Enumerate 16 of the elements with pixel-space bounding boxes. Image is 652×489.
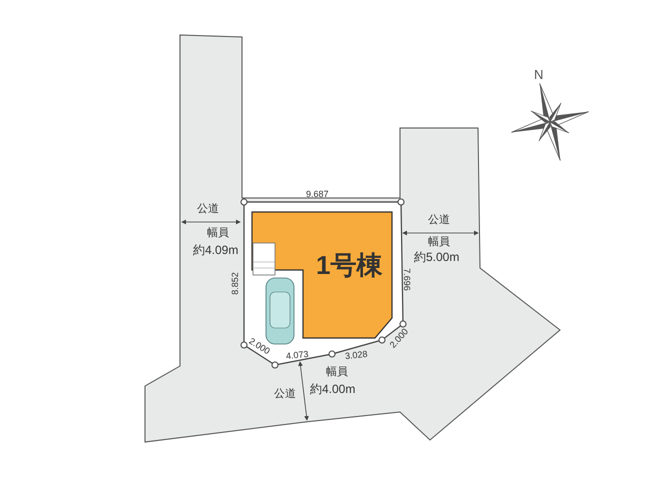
- road-label: 公道: [428, 215, 450, 226]
- road-width-label: 約4.09m: [193, 244, 238, 256]
- dimension-label: 4.073: [286, 350, 309, 362]
- dimension-label: 7.696: [402, 268, 411, 291]
- north-label: N: [534, 68, 544, 81]
- road-width-label: 幅員: [326, 367, 348, 378]
- road-label: 公道: [274, 389, 296, 400]
- road-width-label: 幅員: [207, 228, 229, 239]
- dimension-label: 9.687: [306, 190, 329, 199]
- road-width-label: 約5.00m: [414, 251, 460, 263]
- building-label: 1号棟: [316, 252, 382, 278]
- road-width-label: 幅員: [428, 237, 450, 248]
- dimension-label: 8.852: [230, 272, 240, 295]
- dimension-label: 3.028: [344, 350, 368, 362]
- road-label: 公道: [197, 204, 219, 215]
- road-width-label: 約4.00m: [310, 383, 356, 395]
